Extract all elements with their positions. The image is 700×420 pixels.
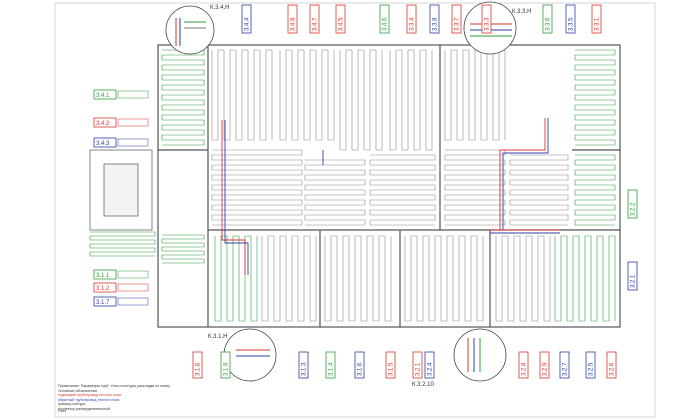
circuit-label: 3.4.8 [291,17,297,31]
circuit-labels-top: 3.4.4 3.4.8 3.4.7 3.4.5 3.4.6 3.3.4 3.3.8 3.3.7… [241,4,602,34]
circuit-label-box [298,351,309,379]
circuit-label-box [591,4,602,34]
circuit-label-box [325,351,336,379]
circuit-label: 3.3.3 [485,17,491,31]
circuit-label-box [93,137,117,148]
circuit-label-box [93,117,117,128]
circuit-label: 3.1.3 [302,362,308,376]
circuit-label-box [606,351,617,379]
circuit-label: 3.1.2 [96,286,110,292]
circuit-label: 3.2.8 [522,362,528,376]
circuit-label: 3.4.5 [339,17,345,31]
supply-return-lines [221,118,560,275]
circuit-label-box [93,282,117,293]
collector-label-1: К.3.4.Н [210,5,230,11]
legend: Примечание: Параметры труб. Углы и конту… [58,384,318,412]
circuit-label-box [559,351,570,379]
gray-pipe-loops [211,49,569,322]
circuit-label: 3.1.5 [389,362,395,376]
circuit-label-box [542,4,553,34]
circuit-labels-left: 3.4.1 3.4.2 3.4.3 3.1.1 3.1.2 3.1.7 [93,89,149,307]
circuit-label: 3.1.6 [196,362,202,376]
circuit-label: 3.2.1 [631,274,637,288]
collector-label-3: К.3.1.Н [208,334,228,340]
circuit-label: 3.3.8 [433,17,439,31]
circuit-labels-bottom: 3.1.6 3.1.9 3.1.3 3.1.4 3.1.6 3.1.5 3.2.1 3.2.4… [192,351,617,379]
circuit-label: 3.2.6 [610,362,616,376]
collector-label-2: К.3.3.Н [512,9,532,15]
green-pipe-loops [89,49,616,322]
circuit-label: 3.4.2 [96,121,110,127]
circuit-label-box [451,4,462,34]
circuit-label: 3.1.6 [358,362,364,376]
circuit-label-box [627,261,638,291]
circuit-label-box [565,4,576,34]
circuit-label-box [406,4,417,34]
circuit-label: 3.2.9 [543,362,549,376]
circuit-label: 3.4.4 [245,17,251,31]
collector-labels: К.3.4.Н К.3.3.Н К.3.1.Н К.3.2.10 [208,5,532,388]
circuit-label-box [93,269,117,280]
circuit-label: 3.4.1 [96,93,110,99]
circuit-label: 3.2.2 [631,202,637,216]
circuit-label: 3.1.9 [224,362,230,376]
circuit-label-box [424,351,435,379]
circuit-label-box [429,4,440,34]
circuit-label-box [93,89,117,100]
circuit-label-box [585,351,596,379]
circuit-label-box [93,296,117,307]
circuit-label: 3.3.4 [410,17,416,31]
legend-item: подающий трубопровод теплого пола [58,393,121,398]
circuit-label-box [335,4,346,34]
circuit-label-box [241,4,252,34]
circuit-label: 3.3.6 [546,17,552,31]
circuit-label: 3.2.7 [563,362,569,376]
circuit-label: 3.2.1 [416,362,422,376]
legend-item: граница контура [58,402,86,407]
circuit-label: 3.3.7 [455,17,461,31]
circuit-label: 3.2.5 [589,362,595,376]
stair-block [89,149,153,231]
circuit-label-box [385,351,396,379]
circuit-label-box [518,351,529,379]
circuit-label: 3.2.4 [428,362,434,376]
circuit-label: 3.1.7 [96,300,110,306]
circuit-label: 3.3.1 [595,17,601,31]
circuit-label-box [379,4,390,34]
circuit-label-box [309,4,320,34]
legend-title: Примечание: Параметры труб. Углы и конту… [58,384,171,388]
circuit-label-box [354,351,365,379]
circuit-label-box [220,351,231,379]
circuit-label: 3.1.4 [329,362,335,376]
circuit-label: 3.1.1 [96,273,110,279]
circuit-label-box [192,351,203,379]
circuit-label: 3.4.3 [96,141,110,147]
circuit-label: 3.4.6 [383,17,389,31]
circuit-label-box [481,4,492,34]
title-stamp: Лист [58,408,67,413]
legend-item: Условные обозначения [58,388,97,393]
circuit-label-box [287,4,298,34]
circuit-label: 3.4.7 [313,17,319,31]
circuit-label-box [412,351,423,379]
legend-item: обратный трубопровод теплого пола [58,397,120,402]
circuit-labels-right: 3.2.2 3.2.1 [627,189,638,291]
legend-item: коллектор распределительный [58,406,110,411]
collector-label-4: К.3.2.10 [412,382,435,388]
circuit-label-box [539,351,550,379]
circuit-label-box [627,189,638,219]
circuit-label: 3.3.5 [569,17,575,31]
